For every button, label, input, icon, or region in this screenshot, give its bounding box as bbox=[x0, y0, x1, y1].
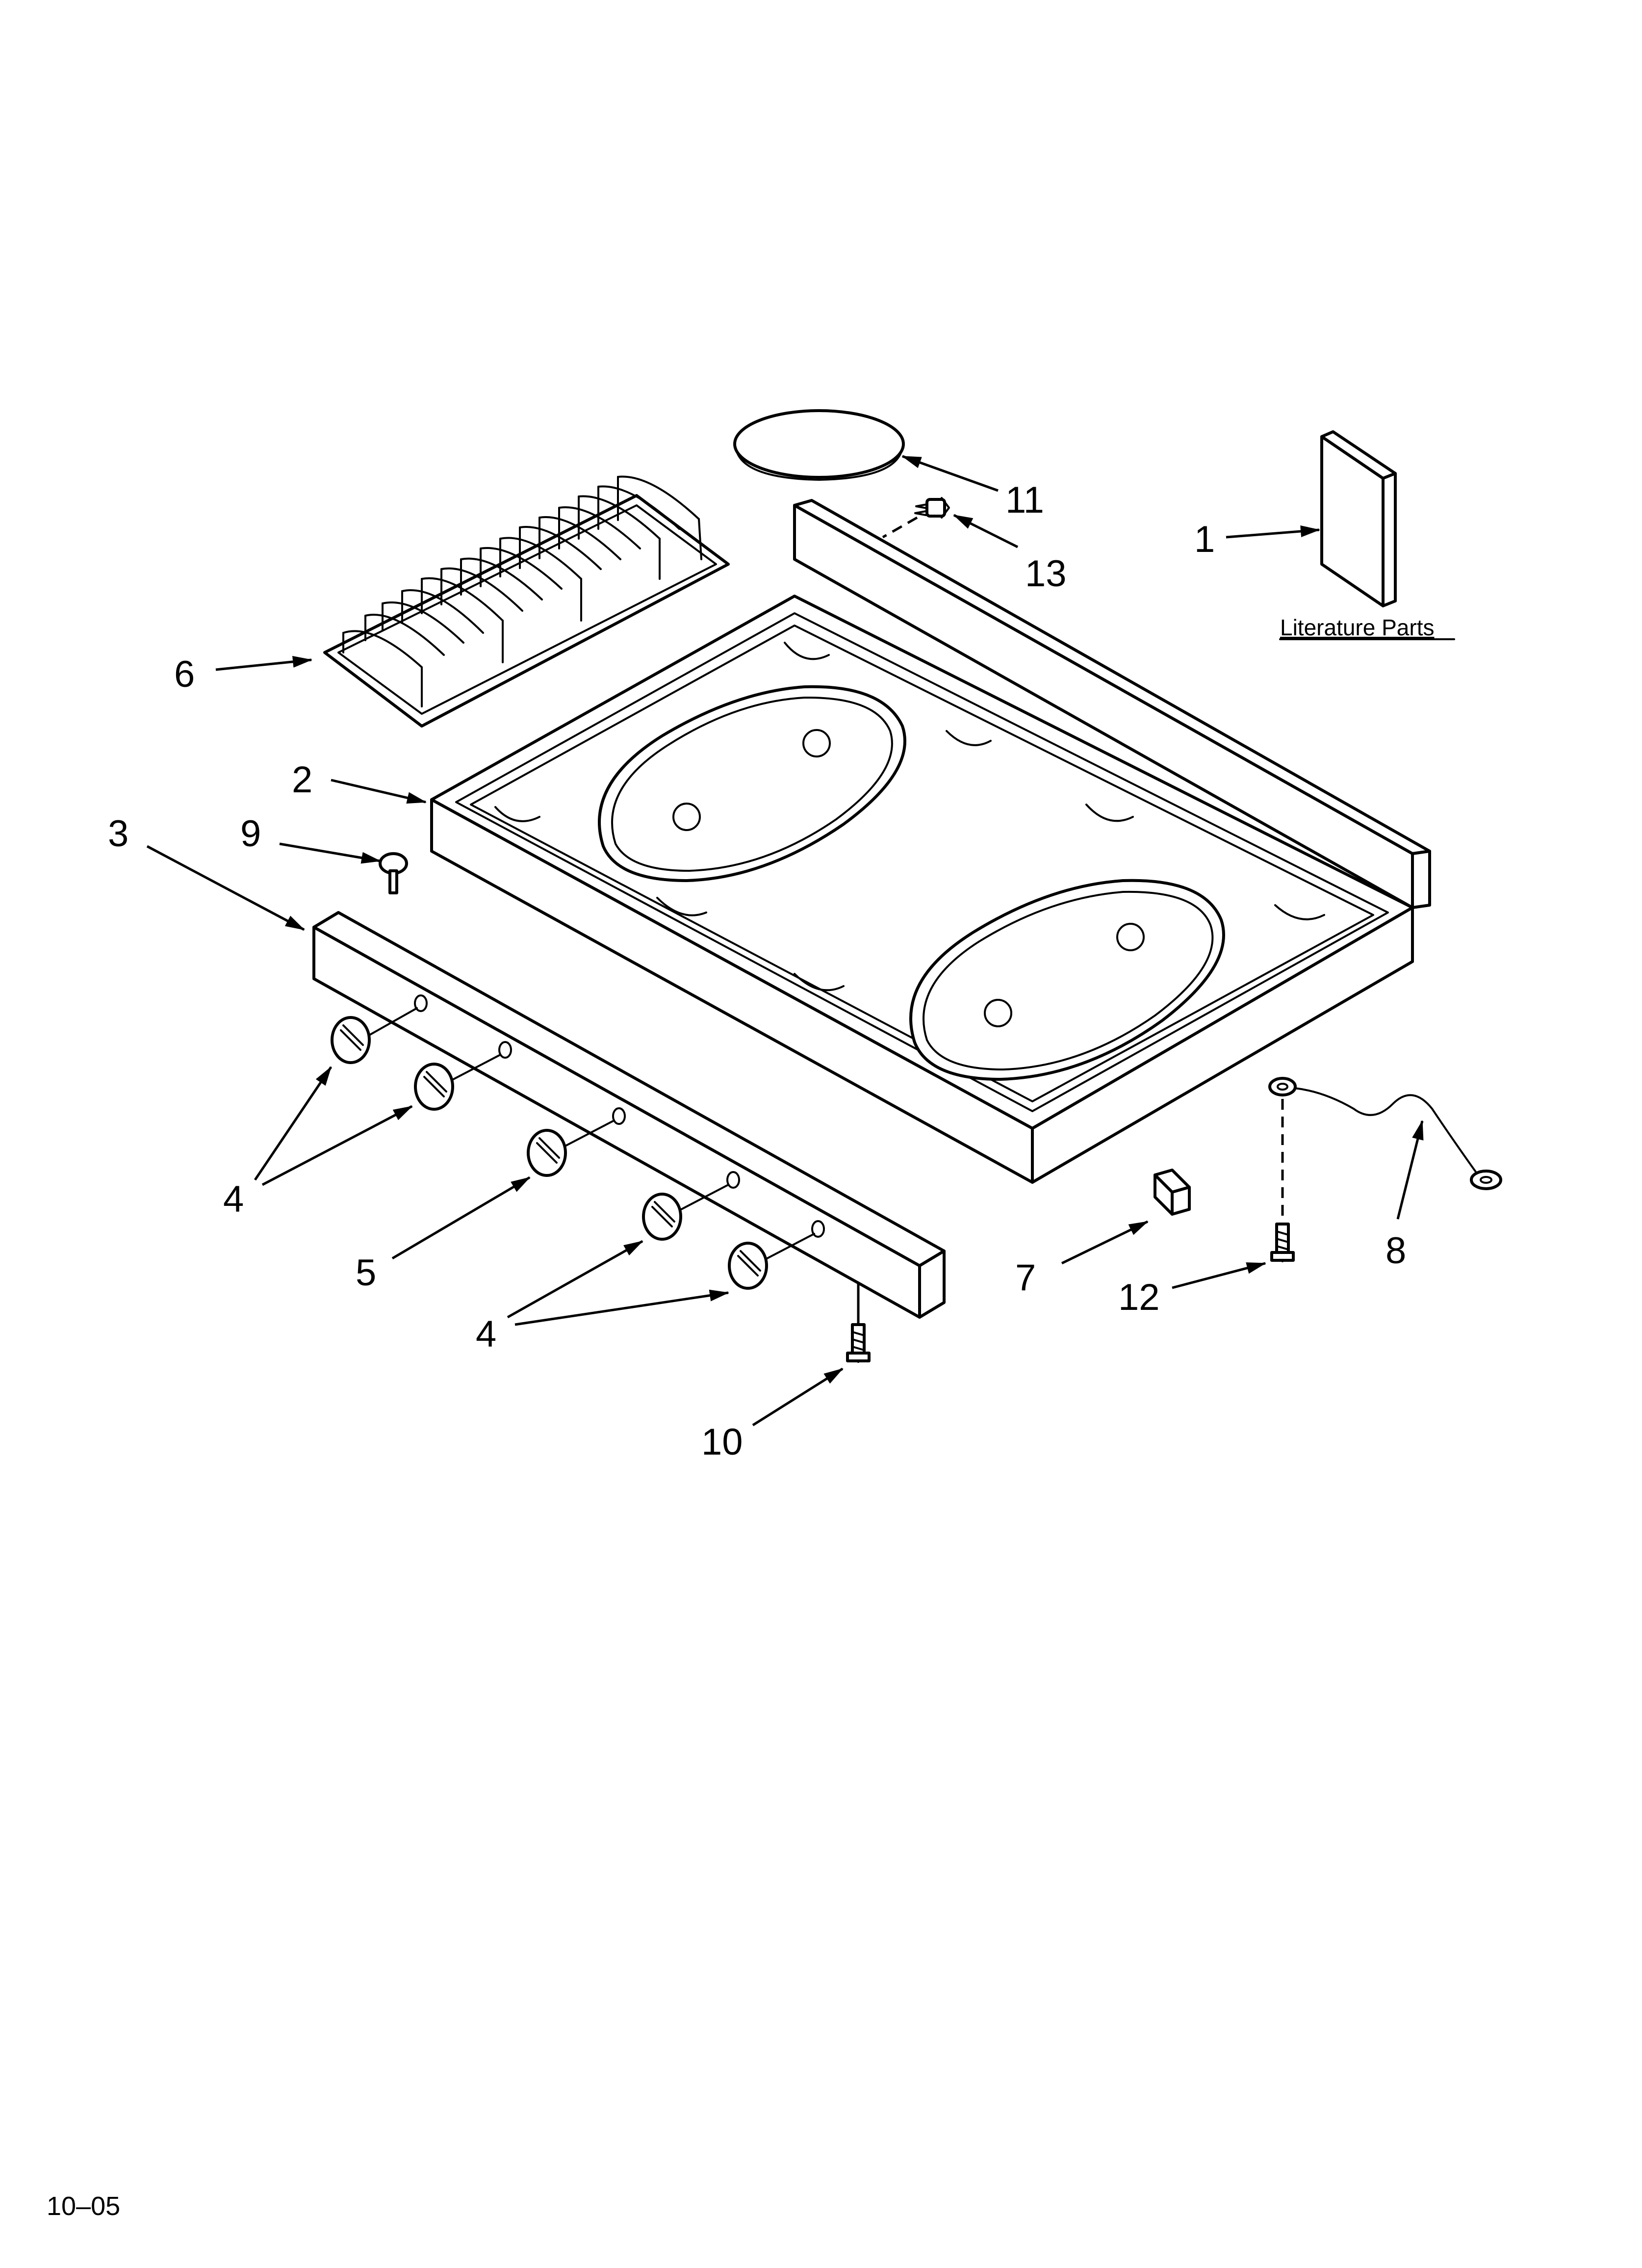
wire-grate-part bbox=[323, 475, 730, 728]
knob-part-1 bbox=[331, 1007, 418, 1064]
leader-12 bbox=[1172, 1262, 1266, 1289]
literature-booklet-part bbox=[1320, 430, 1397, 607]
literature-parts-label: Literature Parts bbox=[1280, 615, 1434, 640]
knob-part-2 bbox=[414, 1054, 501, 1111]
backguard-screw-part bbox=[914, 497, 950, 519]
callout-6: 6 bbox=[174, 653, 195, 695]
leader-7 bbox=[1061, 1220, 1149, 1265]
control-panel-part bbox=[312, 911, 946, 1319]
leader-10 bbox=[752, 1367, 844, 1427]
document-code: 10–05 bbox=[47, 2191, 120, 2221]
leader-4b-2 bbox=[514, 1289, 729, 1326]
callout-4a: 4 bbox=[223, 1178, 244, 1220]
callout-8: 8 bbox=[1385, 1230, 1406, 1272]
ground-screw-part bbox=[1270, 1223, 1295, 1262]
leader-4a-2 bbox=[261, 1105, 413, 1186]
ground-wire-part bbox=[1268, 1077, 1502, 1190]
callout-13: 13 bbox=[1025, 553, 1067, 595]
leader-8 bbox=[1396, 1120, 1424, 1220]
leader-4b-1 bbox=[507, 1240, 643, 1319]
knob-part-3 bbox=[527, 1120, 614, 1177]
leader-5 bbox=[391, 1176, 531, 1260]
leader-11 bbox=[901, 455, 999, 492]
knob-part-4 bbox=[642, 1184, 729, 1241]
callout-7: 7 bbox=[1015, 1257, 1036, 1299]
leader-4a-1 bbox=[254, 1066, 333, 1181]
bumper-part bbox=[379, 852, 408, 894]
leader-6 bbox=[215, 655, 312, 671]
screw-axis-line bbox=[882, 516, 918, 539]
leader-1 bbox=[1226, 525, 1320, 539]
callout-2: 2 bbox=[292, 759, 312, 801]
callout-11: 11 bbox=[1005, 479, 1044, 521]
clip-part bbox=[1154, 1169, 1191, 1216]
callout-9: 9 bbox=[240, 813, 261, 855]
leader-2 bbox=[331, 779, 427, 804]
callout-5: 5 bbox=[356, 1252, 376, 1294]
knob-part-5 bbox=[728, 1233, 815, 1290]
callout-12: 12 bbox=[1118, 1277, 1160, 1318]
callout-3: 3 bbox=[108, 813, 128, 855]
cooktop-tray-part bbox=[430, 499, 1431, 1184]
callout-4b: 4 bbox=[476, 1313, 496, 1355]
callout-1: 1 bbox=[1194, 519, 1215, 560]
leader-13 bbox=[953, 514, 1019, 548]
burner-cap-part bbox=[733, 409, 905, 481]
leader-9 bbox=[279, 842, 381, 864]
leader-3 bbox=[146, 845, 305, 931]
callout-10: 10 bbox=[701, 1421, 743, 1463]
panel-screw-part bbox=[846, 1323, 871, 1363]
